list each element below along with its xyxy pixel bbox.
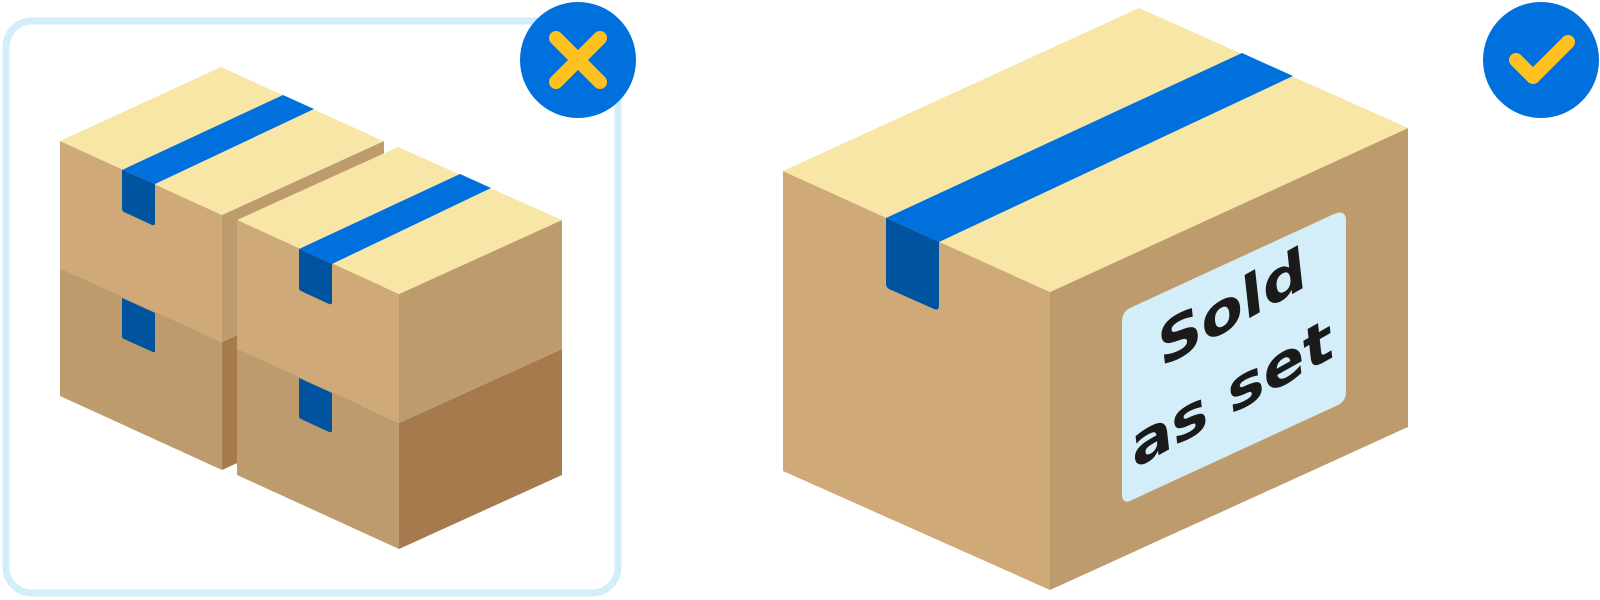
stacked-boxes-front (237, 147, 562, 549)
check-icon (1509, 35, 1575, 84)
large-box: Sold as set (783, 8, 1408, 590)
correct-badge (1483, 2, 1599, 118)
incorrect-example-panel (2, 2, 636, 597)
close-icon (549, 31, 607, 89)
sold-as-set-sticker: Sold as set (1122, 212, 1346, 502)
incorrect-example-card (2, 17, 622, 597)
correct-example-panel: Sold as set (783, 2, 1599, 590)
incorrect-badge (520, 2, 636, 118)
